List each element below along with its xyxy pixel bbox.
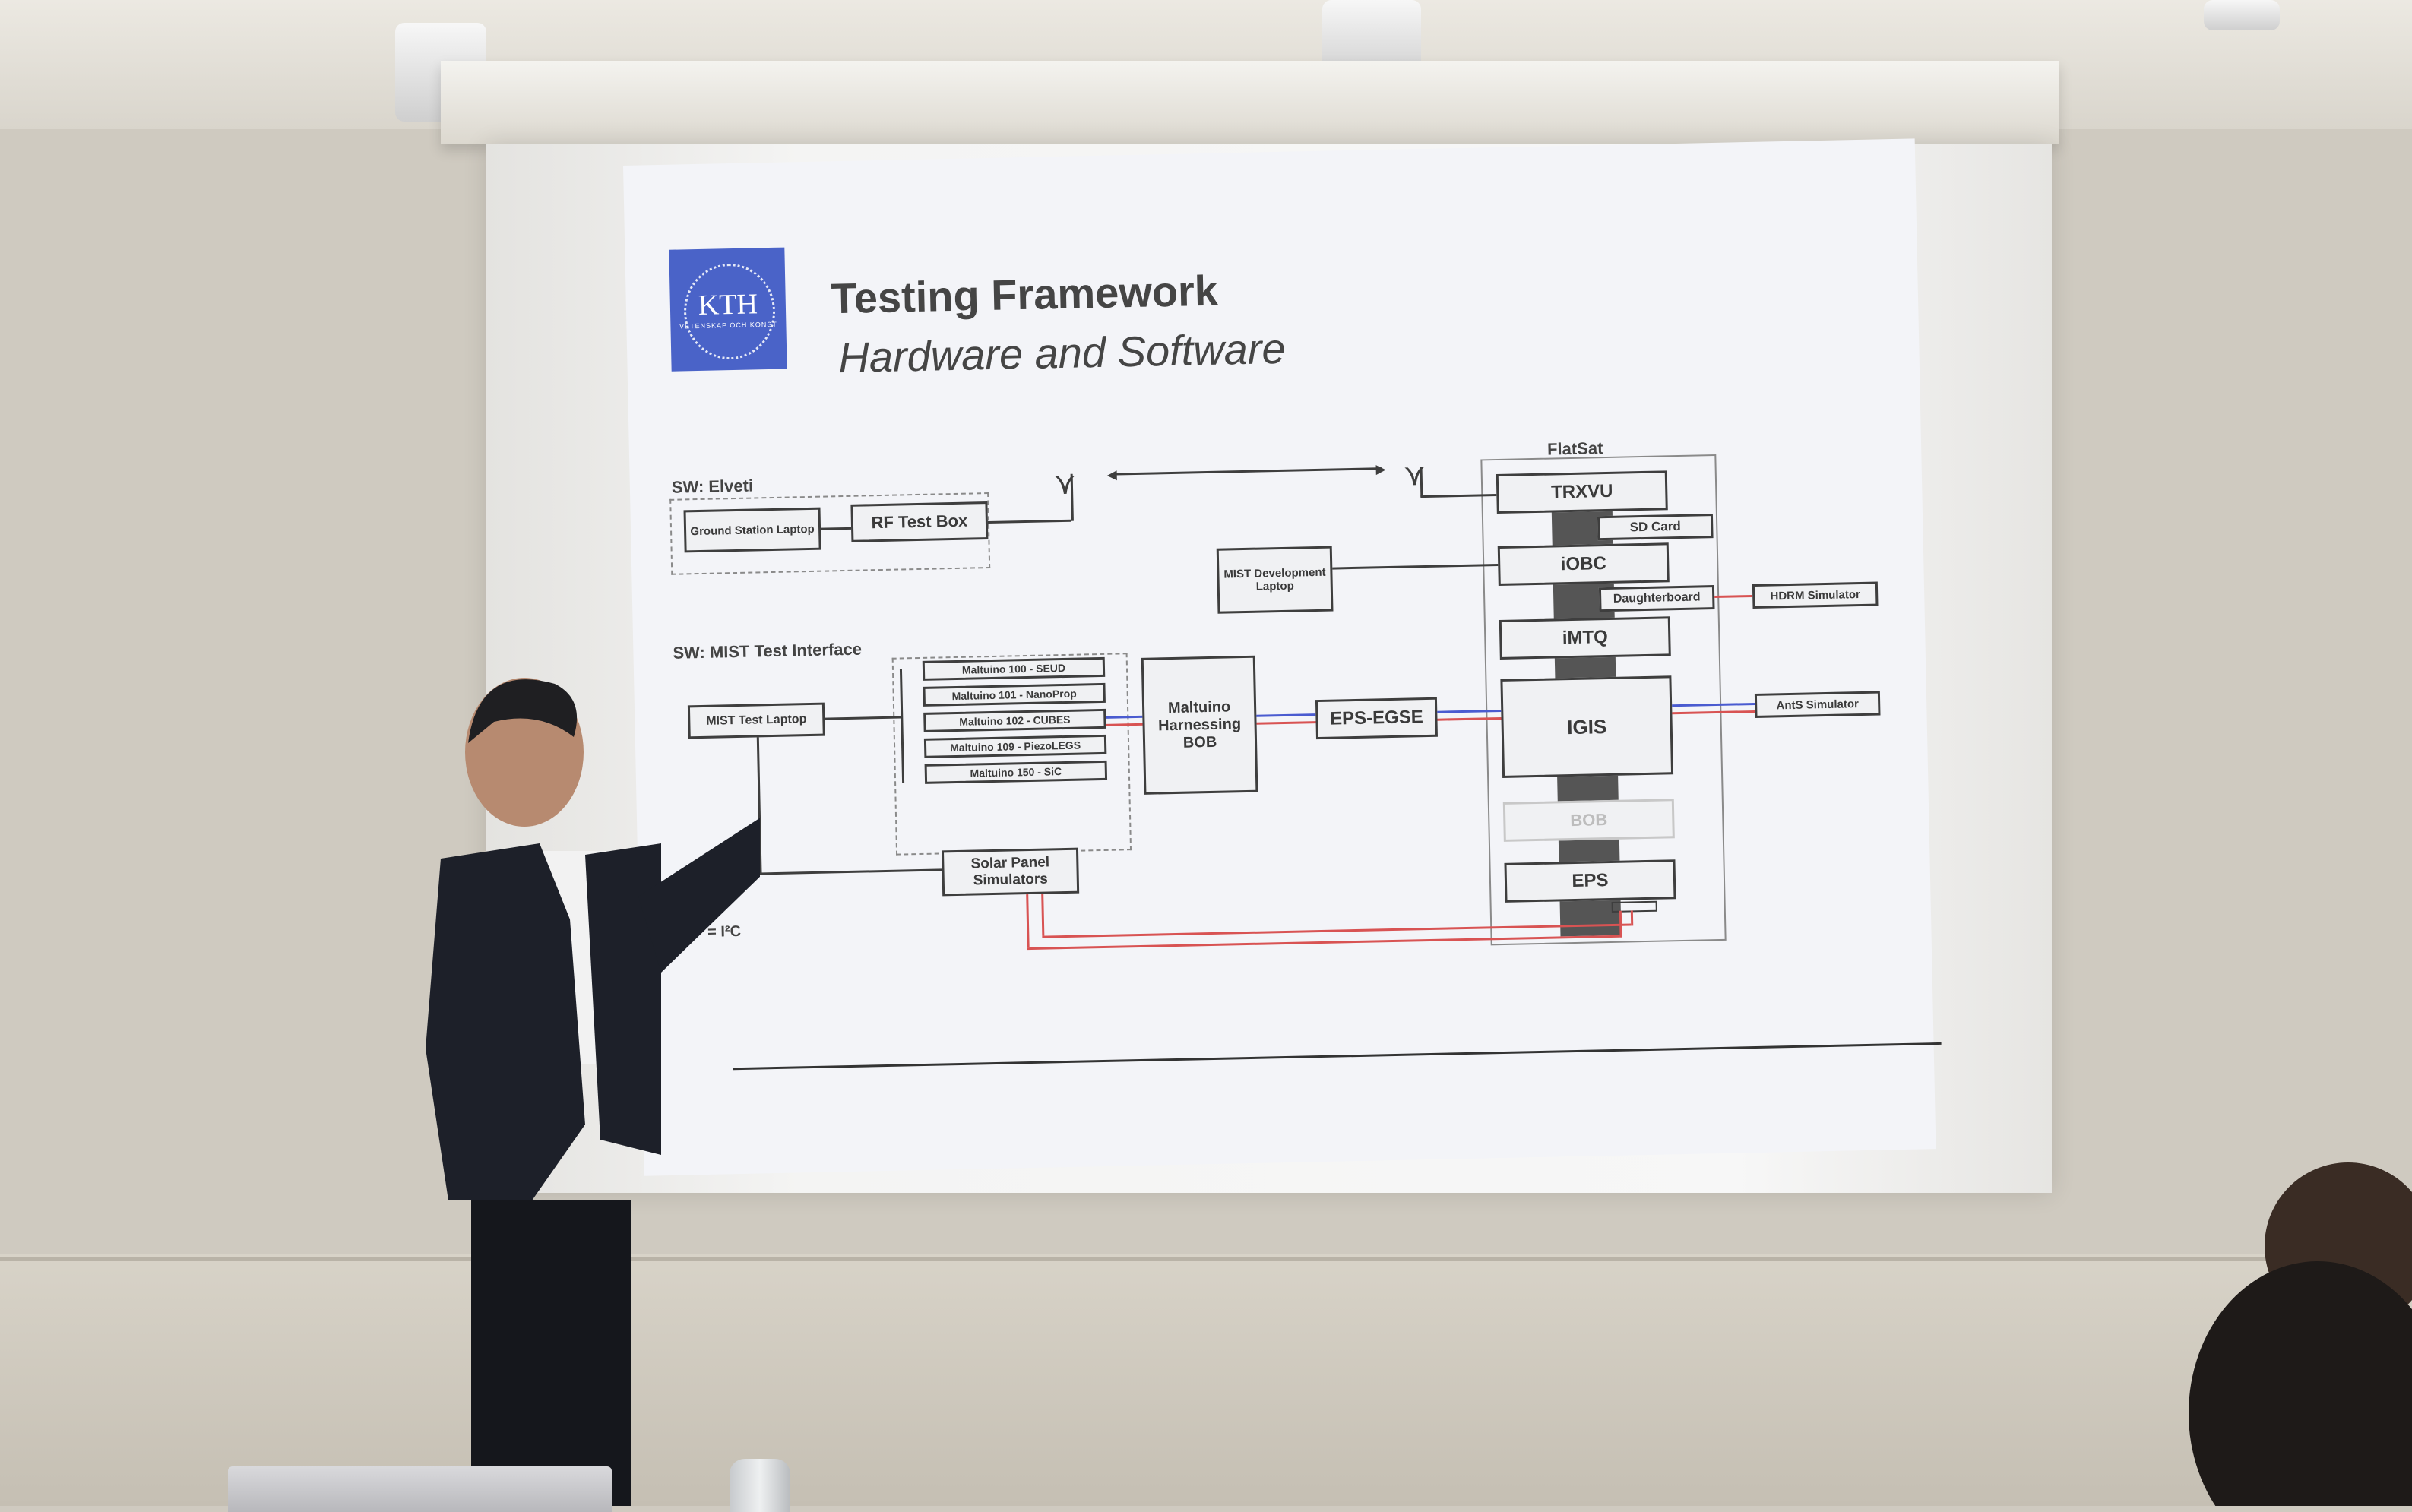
ground-station-laptop-label: Ground Station Laptop	[690, 522, 815, 538]
maltuino-item: Maltuino 102 - CUBES	[923, 708, 1106, 732]
bob-box: BOB	[1502, 799, 1675, 842]
water-bottle	[730, 1459, 790, 1512]
maltuino-item-label: Maltuino 101 - NanoProp	[951, 687, 1077, 703]
power-line	[1714, 595, 1753, 599]
kth-logo: KTH VETENSKAP OCH KONST	[669, 247, 787, 372]
imtq-box: iMTQ	[1499, 616, 1671, 660]
ground-station-laptop-box: Ground Station Laptop	[683, 507, 821, 553]
wall-rail	[0, 1257, 2412, 1261]
antenna-icon: ⋎	[1053, 467, 1077, 501]
laptop	[228, 1466, 612, 1512]
rf-test-box-label: RF Test Box	[871, 511, 968, 533]
presenter-person	[426, 678, 760, 1506]
eps-egse-box: EPS-EGSE	[1315, 697, 1438, 740]
maltuino-harnessing-bob-label: Maltuino Harnessing BOB	[1157, 697, 1242, 751]
slide-footer-line	[733, 1042, 1942, 1071]
iobc-box: iOBC	[1497, 542, 1670, 586]
igis-label: IGIS	[1566, 714, 1607, 739]
maltuino-item-label: Maltuino 102 - CUBES	[959, 713, 1071, 728]
mist-development-laptop-label: MIST Development Laptop	[1223, 565, 1326, 593]
audience-member	[2189, 1162, 2412, 1506]
trxvu-label: TRXVU	[1550, 480, 1613, 503]
slide-subtitle: Hardware and Software	[837, 324, 1287, 382]
mist-development-laptop-box: MIST Development Laptop	[1216, 546, 1334, 614]
presentation-slide: KTH VETENSKAP OCH KONST Testing Framewor…	[623, 138, 1942, 1176]
sd-card-box: SD Card	[1597, 514, 1714, 541]
iobc-label: iOBC	[1560, 553, 1607, 575]
eps-label: EPS	[1572, 870, 1609, 892]
ceiling-light	[2204, 0, 2280, 30]
sw-elveti-label: SW: Elveti	[671, 476, 754, 497]
i2c-line	[1106, 715, 1144, 719]
arrow-right-icon: ▸	[1375, 457, 1386, 480]
maltuino-item: Maltuino 150 - SiC	[924, 760, 1108, 784]
wireless-link	[1116, 467, 1382, 476]
antenna-icon: ⋎	[1403, 457, 1426, 492]
connector	[759, 868, 942, 875]
maltuino-item: Maltuino 101 - NanoProp	[923, 682, 1106, 707]
eps-box: EPS	[1504, 859, 1676, 903]
igis-box: IGIS	[1500, 675, 1674, 778]
projector-screen-case	[441, 61, 2059, 144]
ants-simulator-box: AntS Simulator	[1754, 691, 1881, 718]
rf-test-box: RF Test Box	[850, 501, 989, 542]
sw-mist-test-interface-label: SW: MIST Test Interface	[673, 639, 863, 663]
trxvu-box: TRXVU	[1496, 470, 1668, 514]
solar-panel-simulators-label: Solar Panel Simulators	[970, 854, 1050, 889]
daughterboard-box: Daughterboard	[1598, 585, 1715, 612]
maltuino-harnessing-bob-box: Maltuino Harnessing BOB	[1141, 655, 1258, 795]
lower-wall	[0, 1254, 2412, 1506]
power-line	[1630, 910, 1634, 926]
sd-card-label: SD Card	[1629, 518, 1681, 535]
solar-panel-simulators-box: Solar Panel Simulators	[941, 847, 1080, 897]
bob-label: BOB	[1570, 810, 1608, 830]
maltuino-item: Maltuino 100 - SEUD	[922, 656, 1106, 681]
imtq-label: iMTQ	[1562, 627, 1609, 649]
maltuino-item-label: Maltuino 150 - SiC	[970, 765, 1062, 780]
power-line	[1256, 721, 1316, 725]
logo-text: KTH	[698, 288, 758, 321]
connector	[987, 519, 1071, 524]
power-line	[1041, 894, 1045, 936]
connector	[825, 716, 901, 720]
connector	[1332, 564, 1499, 570]
maltuino-item-label: Maltuino 109 - PiezoLEGS	[950, 739, 1081, 754]
i2c-line	[1256, 713, 1316, 717]
maltuino-item: Maltuino 109 - PiezoLEGS	[923, 734, 1107, 758]
hdrm-simulator-box: HDRM Simulator	[1752, 581, 1879, 609]
arrow-left-icon: ◂	[1106, 462, 1118, 486]
hdrm-simulator-label: HDRM Simulator	[1770, 587, 1861, 603]
eps-connectors	[1611, 900, 1657, 913]
maltuino-item-label: Maltuino 100 - SEUD	[961, 661, 1066, 676]
eps-egse-label: EPS-EGSE	[1329, 707, 1424, 729]
ants-simulator-label: AntS Simulator	[1776, 697, 1860, 712]
slide-title: Testing Framework	[831, 266, 1219, 323]
daughterboard-label: Daughterboard	[1613, 590, 1701, 606]
power-line	[1106, 723, 1144, 726]
power-line	[1026, 894, 1030, 948]
